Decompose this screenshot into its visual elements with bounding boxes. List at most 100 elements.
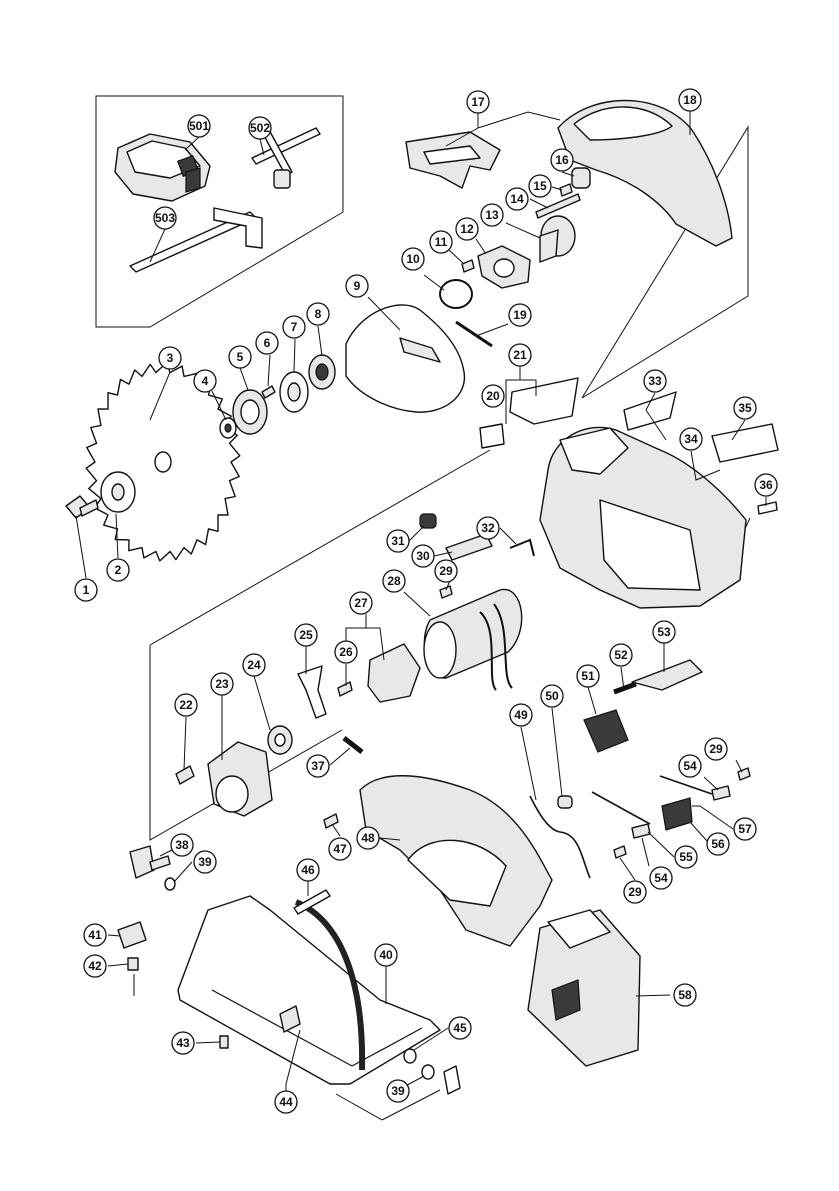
callout-label-c34: 34 (684, 432, 698, 446)
callout-label-c29c: 29 (628, 885, 642, 899)
callout-c26: 26 (335, 641, 357, 663)
callout-label-c19: 19 (513, 308, 527, 322)
callout-label-c10: 10 (406, 252, 420, 266)
callout-c7: 7 (283, 316, 305, 338)
part-label-35 (712, 424, 778, 462)
callout-c37: 37 (307, 755, 329, 777)
part-handle (360, 776, 552, 946)
callout-c29b: 29 (705, 738, 727, 760)
part-screw-42 (128, 958, 138, 970)
callout-label-c9: 9 (354, 279, 361, 293)
callout-label-c25: 25 (299, 628, 313, 642)
callout-label-c39a: 39 (198, 855, 212, 869)
part-spring-19 (456, 322, 492, 346)
callout-c16: 16 (551, 149, 573, 171)
callout-label-c3: 3 (167, 351, 174, 365)
part-bushing-16 (572, 168, 590, 188)
callout-c28: 28 (383, 570, 405, 592)
callout-c502: 502 (249, 117, 271, 139)
callout-c3: 3 (159, 347, 181, 369)
callout-label-c40: 40 (379, 948, 393, 962)
callout-c24: 24 (243, 654, 265, 676)
callout-label-c1: 1 (83, 583, 90, 597)
part-screw-26 (338, 682, 352, 696)
callout-c6: 6 (256, 332, 278, 354)
callout-c29c: 29 (624, 881, 646, 903)
callout-label-c48: 48 (361, 831, 375, 845)
callout-label-c41: 41 (88, 928, 102, 942)
part-knob-38 (130, 846, 170, 878)
callout-c36: 36 (755, 474, 777, 496)
callout-label-c52: 52 (614, 648, 628, 662)
part-label-36 (758, 502, 777, 514)
callout-label-c16: 16 (555, 153, 569, 167)
callout-c53: 53 (653, 621, 675, 643)
callout-c12: 12 (456, 218, 478, 240)
callout-c4: 4 (194, 370, 216, 392)
callout-label-c13: 13 (485, 208, 499, 222)
callout-label-c33: 33 (648, 374, 662, 388)
callout-c34: 34 (680, 428, 702, 450)
callout-label-c32: 32 (481, 521, 495, 535)
callout-c50: 50 (541, 685, 563, 707)
part-wire-57 (660, 776, 712, 794)
callout-label-c8: 8 (315, 307, 322, 321)
callout-label-c7: 7 (291, 320, 298, 334)
callout-c58: 58 (674, 984, 696, 1006)
callout-c54a: 54 (679, 755, 701, 777)
part-lever-53 (632, 660, 702, 690)
callout-label-c58: 58 (678, 988, 692, 1002)
part-terminal-32 (510, 540, 534, 556)
callout-label-c45: 45 (453, 1021, 467, 1035)
callout-label-c6: 6 (264, 336, 271, 350)
callout-label-c501: 501 (189, 119, 209, 133)
part-label-20 (480, 424, 504, 448)
part-label-33 (624, 392, 676, 430)
part-nut-45 (404, 1049, 416, 1063)
callout-label-c39b: 39 (391, 1084, 405, 1098)
callout-c45: 45 (449, 1017, 471, 1039)
part-led-31 (420, 514, 436, 528)
callout-c503: 503 (154, 207, 176, 229)
callout-label-c35: 35 (738, 401, 752, 415)
part-bearing-holder (478, 246, 530, 288)
callout-label-c47: 47 (333, 842, 347, 856)
callout-c52: 52 (610, 644, 632, 666)
part-bearing-lock (280, 372, 308, 412)
part-ball-bearing (309, 355, 335, 389)
callout-label-c4: 4 (202, 374, 209, 388)
callout-label-c29a: 29 (439, 564, 453, 578)
callout-c39a: 39 (194, 851, 216, 873)
callout-label-c23: 23 (215, 677, 229, 691)
callout-label-c27: 27 (354, 596, 368, 610)
part-battery (528, 910, 640, 1066)
callout-c41: 41 (84, 924, 106, 946)
callout-label-c57: 57 (738, 822, 752, 836)
callout-label-c30: 30 (416, 549, 430, 563)
callout-c29a: 29 (435, 560, 457, 582)
part-lever (298, 666, 326, 718)
callout-c43: 43 (172, 1032, 194, 1054)
part-lower-guard (346, 305, 464, 412)
callout-label-c51: 51 (581, 669, 595, 683)
callout-label-c20: 20 (486, 389, 500, 403)
part-spring-52 (614, 684, 636, 692)
callout-c13: 13 (481, 204, 503, 226)
callout-c9: 9 (346, 275, 368, 297)
part-wing-nut (444, 1066, 460, 1094)
part-plate-21 (510, 378, 578, 424)
callout-c49: 49 (510, 704, 532, 726)
part-gear-case (208, 742, 272, 816)
callout-c38: 38 (171, 834, 193, 856)
callout-label-c46: 46 (301, 863, 315, 877)
callout-label-c54a: 54 (683, 759, 697, 773)
part-washer-a (101, 472, 135, 512)
part-saw-blade (86, 363, 240, 561)
callout-label-c12: 12 (460, 222, 474, 236)
callout-c31: 31 (387, 530, 409, 552)
part-retaining-ring (440, 280, 472, 308)
callout-c501: 501 (188, 115, 210, 137)
callout-c51: 51 (577, 665, 599, 687)
part-motor (424, 589, 522, 690)
part-guide (130, 208, 262, 272)
